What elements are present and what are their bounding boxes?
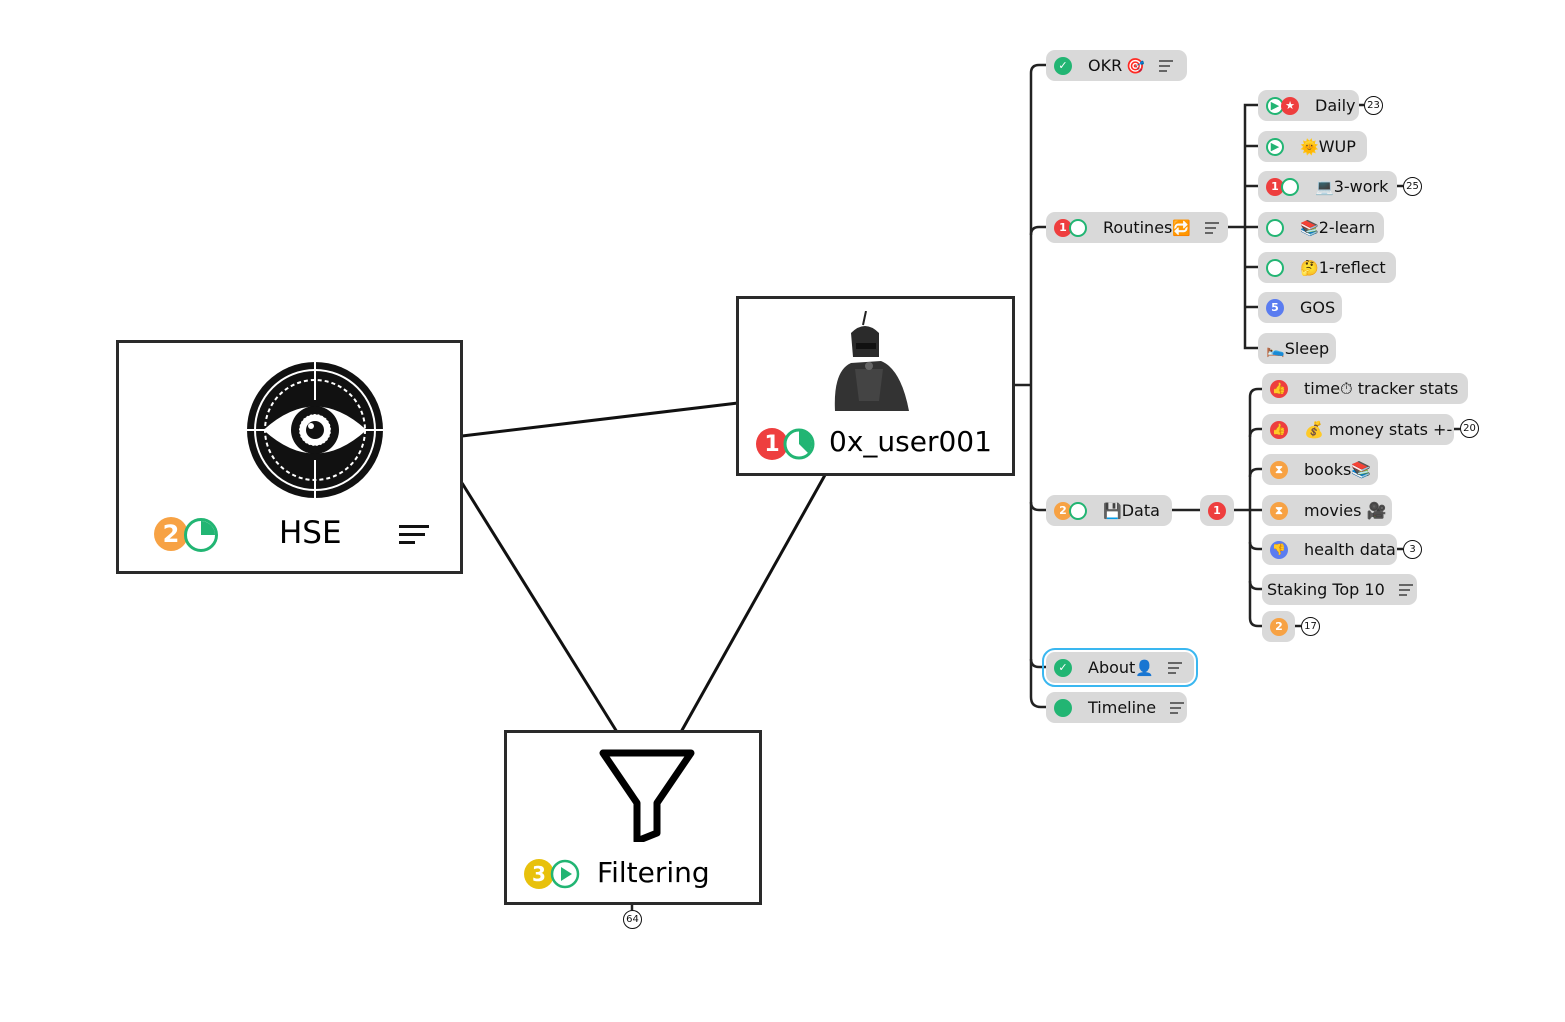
funnel-icon xyxy=(599,749,695,842)
priority-1-icon: 1 xyxy=(1208,501,1226,520)
priority-2-icon: 2 xyxy=(1054,501,1072,520)
priority-1-icon: 1 xyxy=(1266,177,1284,196)
person-icon: 👤 xyxy=(1135,658,1154,677)
routine-1-reflect[interactable]: 🤔 1-reflect xyxy=(1258,252,1396,283)
progress-quarter-icon xyxy=(184,518,218,552)
notes-icon[interactable] xyxy=(1168,659,1182,677)
progress-icon xyxy=(1069,218,1087,237)
data-money-stats[interactable]: 👍 💰 money stats +- xyxy=(1262,414,1454,445)
branch-label: OKR xyxy=(1088,56,1123,75)
branch-routines[interactable]: 1 Routines 🔁 xyxy=(1046,212,1228,243)
check-icon: ✓ xyxy=(1054,658,1072,677)
branch-label: Routines xyxy=(1103,218,1173,237)
thinking-face-icon: 🤔 xyxy=(1300,258,1319,277)
link-user-filtering xyxy=(679,474,827,733)
data-health[interactable]: 👎 health data xyxy=(1262,534,1397,565)
node-label: books📚 xyxy=(1304,460,1372,479)
count-badge[interactable]: 23 xyxy=(1364,96,1383,115)
play-icon xyxy=(550,859,580,889)
half-progress-icon xyxy=(1281,177,1299,196)
node-label: time⏱ tracker stats xyxy=(1304,378,1459,398)
floppy-disk-icon: 💾 xyxy=(1103,501,1122,520)
books-icon: 📚 xyxy=(1300,218,1319,237)
priority-2-icon: 2 xyxy=(154,517,188,551)
half-progress-icon xyxy=(1266,258,1284,277)
priority-1-icon: 1 xyxy=(1054,218,1072,237)
branch-okr[interactable]: ✓ OKR 🎯 xyxy=(1046,50,1187,81)
branch-label: Timeline xyxy=(1088,698,1157,717)
node-label: health data xyxy=(1304,540,1396,559)
node-label: Daily xyxy=(1315,96,1356,115)
repeat-icon: 🔁 xyxy=(1172,218,1192,237)
user-node[interactable]: 1 0x_user001 xyxy=(736,296,1015,476)
branch-timeline[interactable]: Timeline xyxy=(1046,692,1187,723)
notes-icon[interactable] xyxy=(1170,699,1185,717)
count-badge[interactable]: 25 xyxy=(1403,177,1422,196)
play-icon: ▶ xyxy=(1266,137,1284,156)
thumbs-down-icon: 👎 xyxy=(1270,540,1288,559)
thumbs-up-icon: 👍 xyxy=(1270,379,1288,398)
hourglass-icon: ⧗ xyxy=(1270,460,1288,479)
link-hse-user xyxy=(461,401,739,438)
notes-icon[interactable] xyxy=(1398,581,1413,599)
sun-icon: 🌞 xyxy=(1300,137,1319,156)
node-label: 3-work xyxy=(1333,177,1389,196)
data-priority-node[interactable]: 1 xyxy=(1200,495,1234,526)
node-label: 2-learn xyxy=(1318,218,1376,237)
notes-icon[interactable] xyxy=(1158,57,1173,75)
branch-label: Data xyxy=(1121,501,1160,520)
count-badge[interactable]: 20 xyxy=(1460,419,1479,438)
armored-knight-avatar xyxy=(834,311,909,411)
target-icon: 🎯 xyxy=(1126,56,1145,75)
filtering-node[interactable]: 3 Filtering xyxy=(504,730,762,905)
thumbs-up-icon: 👍 xyxy=(1270,420,1288,439)
hourglass-icon: ⧗ xyxy=(1270,501,1288,520)
routine-3-work[interactable]: 1 💻 3-work xyxy=(1258,171,1397,202)
node-label: 💰 money stats +- xyxy=(1304,420,1453,439)
bed-icon: 🛌 xyxy=(1266,339,1285,358)
circuit-eye-logo xyxy=(247,362,383,498)
progress-five-eighths-icon xyxy=(783,428,815,460)
routine-daily[interactable]: ▶ ★ Daily xyxy=(1258,90,1359,121)
branch-label: About xyxy=(1088,658,1136,677)
routine-gos[interactable]: 5 GOS xyxy=(1258,292,1342,323)
progress-icon xyxy=(1069,501,1087,520)
notes-icon[interactable] xyxy=(1205,219,1220,237)
priority-3-icon: 3 xyxy=(524,859,554,889)
count-badge[interactable]: 3 xyxy=(1403,540,1422,559)
collapsed-count-badge[interactable]: 64 xyxy=(623,910,642,929)
link-hse-filtering xyxy=(460,482,619,733)
count-badge[interactable]: 17 xyxy=(1301,617,1320,636)
routine-2-learn[interactable]: 📚 2-learn xyxy=(1258,212,1384,243)
quarter-progress-icon xyxy=(1266,218,1284,237)
node-label: Staking Top 10 xyxy=(1267,580,1385,599)
node-label: WUP xyxy=(1318,137,1356,156)
data-movies[interactable]: ⧗ movies 🎥 xyxy=(1262,495,1392,526)
progress-icon xyxy=(1054,698,1072,717)
routine-wup[interactable]: ▶ 🌞 WUP xyxy=(1258,131,1367,162)
node-label: Sleep xyxy=(1284,339,1330,358)
notes-icon[interactable] xyxy=(399,520,429,549)
star-icon: ★ xyxy=(1281,96,1299,115)
laptop-icon: 💻 xyxy=(1315,177,1334,196)
node-title: HSE xyxy=(279,515,342,551)
routine-sleep[interactable]: 🛌 Sleep xyxy=(1258,333,1336,364)
priority-1-icon: 1 xyxy=(756,428,788,460)
data-staking-top-10[interactable]: Staking Top 10 xyxy=(1262,574,1417,605)
data-time-tracker[interactable]: 👍 time⏱ tracker stats xyxy=(1262,373,1468,404)
branch-about[interactable]: ✓ About 👤 xyxy=(1042,648,1198,687)
node-label: 1-reflect xyxy=(1318,258,1386,277)
priority-2-icon: 2 xyxy=(1270,617,1288,636)
node-label: GOS xyxy=(1300,298,1336,317)
hse-node[interactable]: 2 HSE xyxy=(116,340,463,574)
node-label: movies 🎥 xyxy=(1304,501,1387,520)
priority-5-icon: 5 xyxy=(1266,298,1284,317)
node-title: Filtering xyxy=(597,856,710,889)
data-priority-2-node[interactable]: 2 xyxy=(1262,611,1295,642)
data-books[interactable]: ⧗ books📚 xyxy=(1262,454,1378,485)
check-icon: ✓ xyxy=(1054,56,1072,75)
branch-data[interactable]: 2 💾 Data xyxy=(1046,495,1172,526)
node-title: 0x_user001 xyxy=(829,425,992,458)
